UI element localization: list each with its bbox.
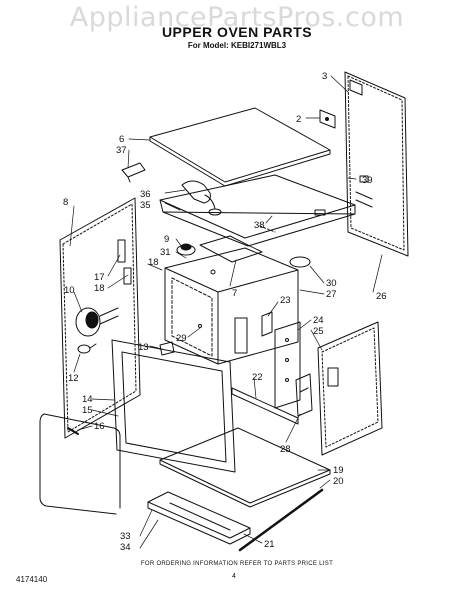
part-door-gasket[interactable] (39, 413, 121, 515)
part-right-inner-panel[interactable] (317, 321, 383, 456)
callout-14: 14 (82, 394, 93, 405)
callout-28: 28 (280, 444, 291, 455)
part-thermostat[interactable] (75, 307, 119, 337)
page-number: 4 (232, 573, 236, 580)
part-bottom-tray[interactable] (147, 491, 251, 545)
model-subtitle: For Model: KEBI271WBL3 (187, 41, 287, 50)
part-back-panel[interactable] (344, 71, 409, 257)
callout-26: 26 (376, 291, 387, 302)
part-sensor-cap[interactable] (176, 243, 196, 256)
part-left-side-panel[interactable] (59, 197, 141, 439)
callout-24: 24 (313, 315, 324, 326)
page-title: UPPER OVEN PARTS (161, 24, 313, 40)
callout-33: 33 (120, 531, 131, 542)
callout-21: 21 (264, 539, 275, 550)
callout-29: 29 (176, 333, 187, 344)
part-knob[interactable] (77, 343, 97, 354)
part-clip[interactable] (121, 162, 146, 183)
callout-15: 15 (82, 405, 93, 416)
callout-35: 35 (140, 200, 151, 211)
callout-6: 6 (119, 134, 124, 145)
callout-25: 25 (313, 326, 324, 337)
part-vent-duct[interactable] (181, 180, 222, 216)
callout-7: 7 (232, 288, 237, 299)
callout-34: 34 (120, 542, 131, 553)
part-screw[interactable] (359, 175, 369, 183)
callout-8: 8 (63, 197, 68, 208)
callout-16: 16 (94, 421, 105, 432)
callout-20: 20 (333, 476, 344, 487)
callout-39: 39 (362, 175, 373, 186)
callout-37: 37 (116, 145, 127, 156)
part-hinge[interactable] (295, 373, 313, 417)
watermark: AppliancePartsPros.com (69, 2, 405, 33)
part-oven-cavity[interactable] (164, 247, 299, 365)
part-bracket[interactable] (319, 109, 336, 129)
callout-3: 3 (322, 71, 327, 82)
callout-36: 36 (140, 189, 151, 200)
callout-31: 31 (160, 247, 171, 258)
part-right-side-plate[interactable] (274, 321, 301, 409)
part-rod[interactable] (238, 488, 324, 552)
part-grommet[interactable] (289, 256, 311, 268)
callout-13: 13 (138, 342, 149, 353)
callout-2: 2 (296, 114, 301, 125)
part-upper-liner-plate[interactable] (159, 174, 356, 247)
callout-18-right: 18 (148, 257, 159, 268)
callout-labels: 3 2 6 37 39 36 35 8 38 9 31 17 18 18 30 … (63, 71, 387, 553)
part-side-bracket[interactable] (261, 311, 273, 337)
callout-18-left: 18 (94, 283, 105, 294)
callout-19: 19 (333, 465, 344, 476)
leader-lines (69, 75, 383, 549)
part-top-panel[interactable] (149, 107, 331, 187)
callout-38: 38 (254, 220, 265, 231)
part-door-clip[interactable] (159, 341, 175, 356)
part-front-frame[interactable] (111, 339, 236, 473)
part-bottom-panel[interactable] (159, 427, 331, 508)
callout-30: 30 (326, 278, 337, 289)
callout-22: 22 (252, 372, 263, 383)
document-code: 4174140 (16, 575, 48, 584)
callout-27: 27 (326, 289, 337, 300)
callout-23: 23 (280, 295, 291, 306)
ordering-info-note: FOR ORDERING INFORMATION REFER TO PARTS … (140, 561, 334, 567)
part-rail[interactable] (231, 387, 299, 425)
part-top-plate[interactable] (199, 235, 263, 263)
callout-9: 9 (164, 234, 169, 245)
callout-17: 17 (94, 272, 105, 283)
callout-12: 12 (68, 373, 79, 384)
callout-10: 10 (64, 285, 75, 296)
